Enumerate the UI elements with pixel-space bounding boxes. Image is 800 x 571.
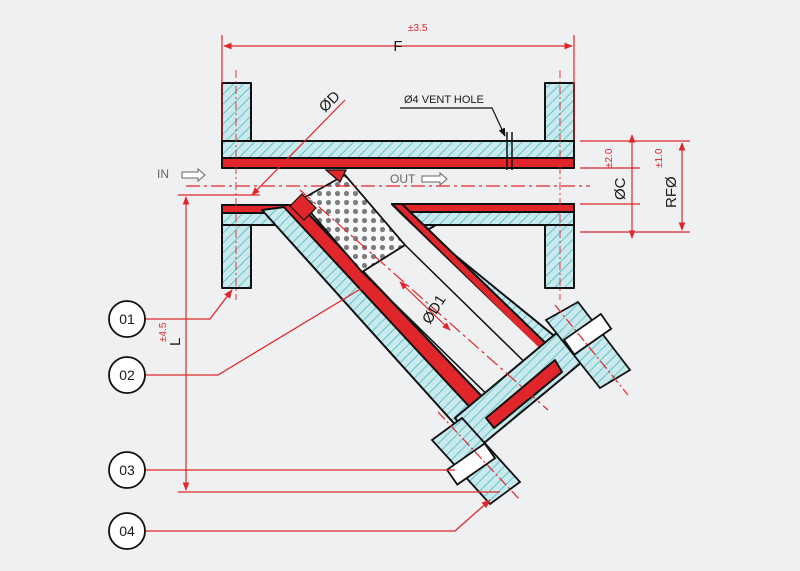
callout-circles [108, 300, 146, 550]
vent-hole [506, 132, 513, 170]
callout-number-04: 04 [119, 523, 135, 539]
flow-arrows [181, 167, 448, 187]
bolt-lower [430, 411, 522, 506]
callout-circle-04 [108, 512, 146, 550]
callout-number-02: 02 [119, 367, 135, 383]
body-top-wall [221, 140, 575, 169]
callout-circle-02 [108, 356, 146, 394]
vent-hole-leader [400, 107, 506, 137]
dim-RF-label: RFØ [663, 176, 680, 208]
callout-number-01: 01 [119, 311, 135, 327]
callout-circle-01 [108, 300, 146, 338]
bolt-upper [544, 300, 632, 396]
vent-hole-label: Ø4 VENT HOLE [404, 94, 484, 106]
out-arrow-icon [421, 171, 448, 187]
dim-F-tolerance: ±3.5 [408, 23, 428, 34]
centerlines [186, 70, 590, 411]
callout-leaders [145, 281, 491, 532]
dim-L-label: L [167, 338, 184, 346]
dim-C-label: ØC [612, 177, 629, 200]
dim-D-label: ØD [316, 88, 344, 116]
dim-RF-tolerance: ±1.0 [654, 148, 665, 168]
dim-C-tolerance: ±2.0 [604, 148, 615, 168]
out-label: OUT [390, 172, 416, 186]
dim-F-label: F [393, 38, 402, 55]
dimension-lines [178, 35, 690, 493]
in-label: IN [157, 167, 169, 181]
dim-L-tolerance: ±4.5 [158, 322, 169, 342]
callout-circle-03 [108, 451, 146, 489]
callout-number-03: 03 [119, 462, 135, 478]
in-arrow-icon [181, 167, 206, 183]
